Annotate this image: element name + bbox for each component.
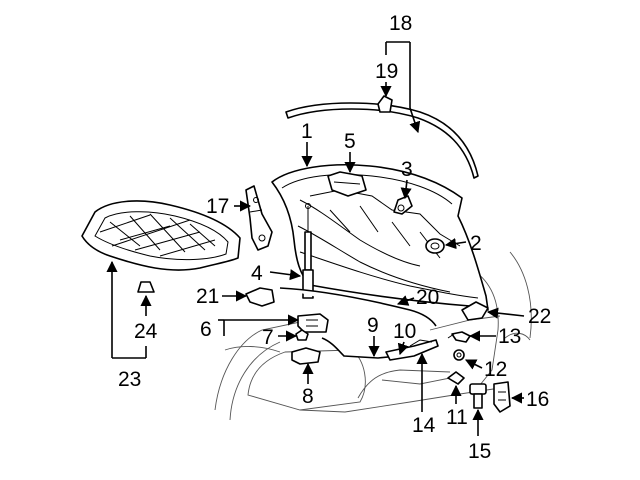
- release-cable: [321, 337, 399, 359]
- callout-9: 9: [367, 314, 379, 337]
- callout-24: 24: [134, 320, 158, 343]
- callout-12: 12: [484, 358, 507, 381]
- hood-cushion: [425, 238, 445, 254]
- lock-support: [291, 347, 321, 365]
- callout-10: 10: [393, 320, 416, 343]
- prop-rod: [279, 287, 437, 327]
- latch-bracket: [493, 381, 511, 413]
- callout-4: 4: [251, 262, 263, 285]
- hood-weatherstrip: [285, 102, 479, 179]
- striker-plate: [461, 301, 489, 321]
- weatherstrip-clip: [377, 95, 393, 113]
- callout-20: 20: [416, 286, 439, 309]
- callout-16: 16: [526, 388, 549, 411]
- callout-19: 19: [375, 60, 398, 83]
- callout-21: 21: [196, 285, 219, 308]
- retainer: [469, 383, 487, 409]
- callout-labels: 18 19 1 5 3 17 2 4 21 20 22 6 7 9 10 13 …: [118, 12, 551, 463]
- grommet: [453, 349, 465, 361]
- callout-15: 15: [468, 440, 491, 463]
- hood-insulator-pad: [81, 200, 241, 271]
- lock-bolt: [295, 329, 309, 341]
- lift-support-strut: [302, 203, 314, 299]
- cable-bracket: [385, 339, 439, 361]
- callout-13: 13: [498, 325, 521, 348]
- hood-panel: [271, 163, 489, 311]
- callout-7: 7: [262, 326, 274, 349]
- leader-lines: [106, 41, 525, 436]
- callout-5: 5: [344, 130, 356, 153]
- callout-11: 11: [446, 406, 468, 429]
- callout-23: 23: [118, 368, 141, 391]
- callout-18: 18: [389, 12, 412, 35]
- callout-3: 3: [401, 158, 413, 181]
- callout-17: 17: [206, 195, 229, 218]
- callout-22: 22: [528, 305, 551, 328]
- hood-latch: [327, 171, 367, 197]
- lock-assembly: [297, 313, 329, 333]
- callout-14: 14: [412, 414, 436, 437]
- callout-8: 8: [302, 385, 314, 408]
- callout-6: 6: [200, 318, 212, 341]
- prop-rod-holder: [447, 331, 471, 343]
- insulator-clip: [137, 281, 155, 293]
- release-handle: [245, 287, 275, 307]
- hood-hinge: [245, 185, 273, 251]
- callout-1: 1: [301, 120, 313, 143]
- small-clip: [447, 371, 465, 385]
- callout-2: 2: [470, 232, 482, 255]
